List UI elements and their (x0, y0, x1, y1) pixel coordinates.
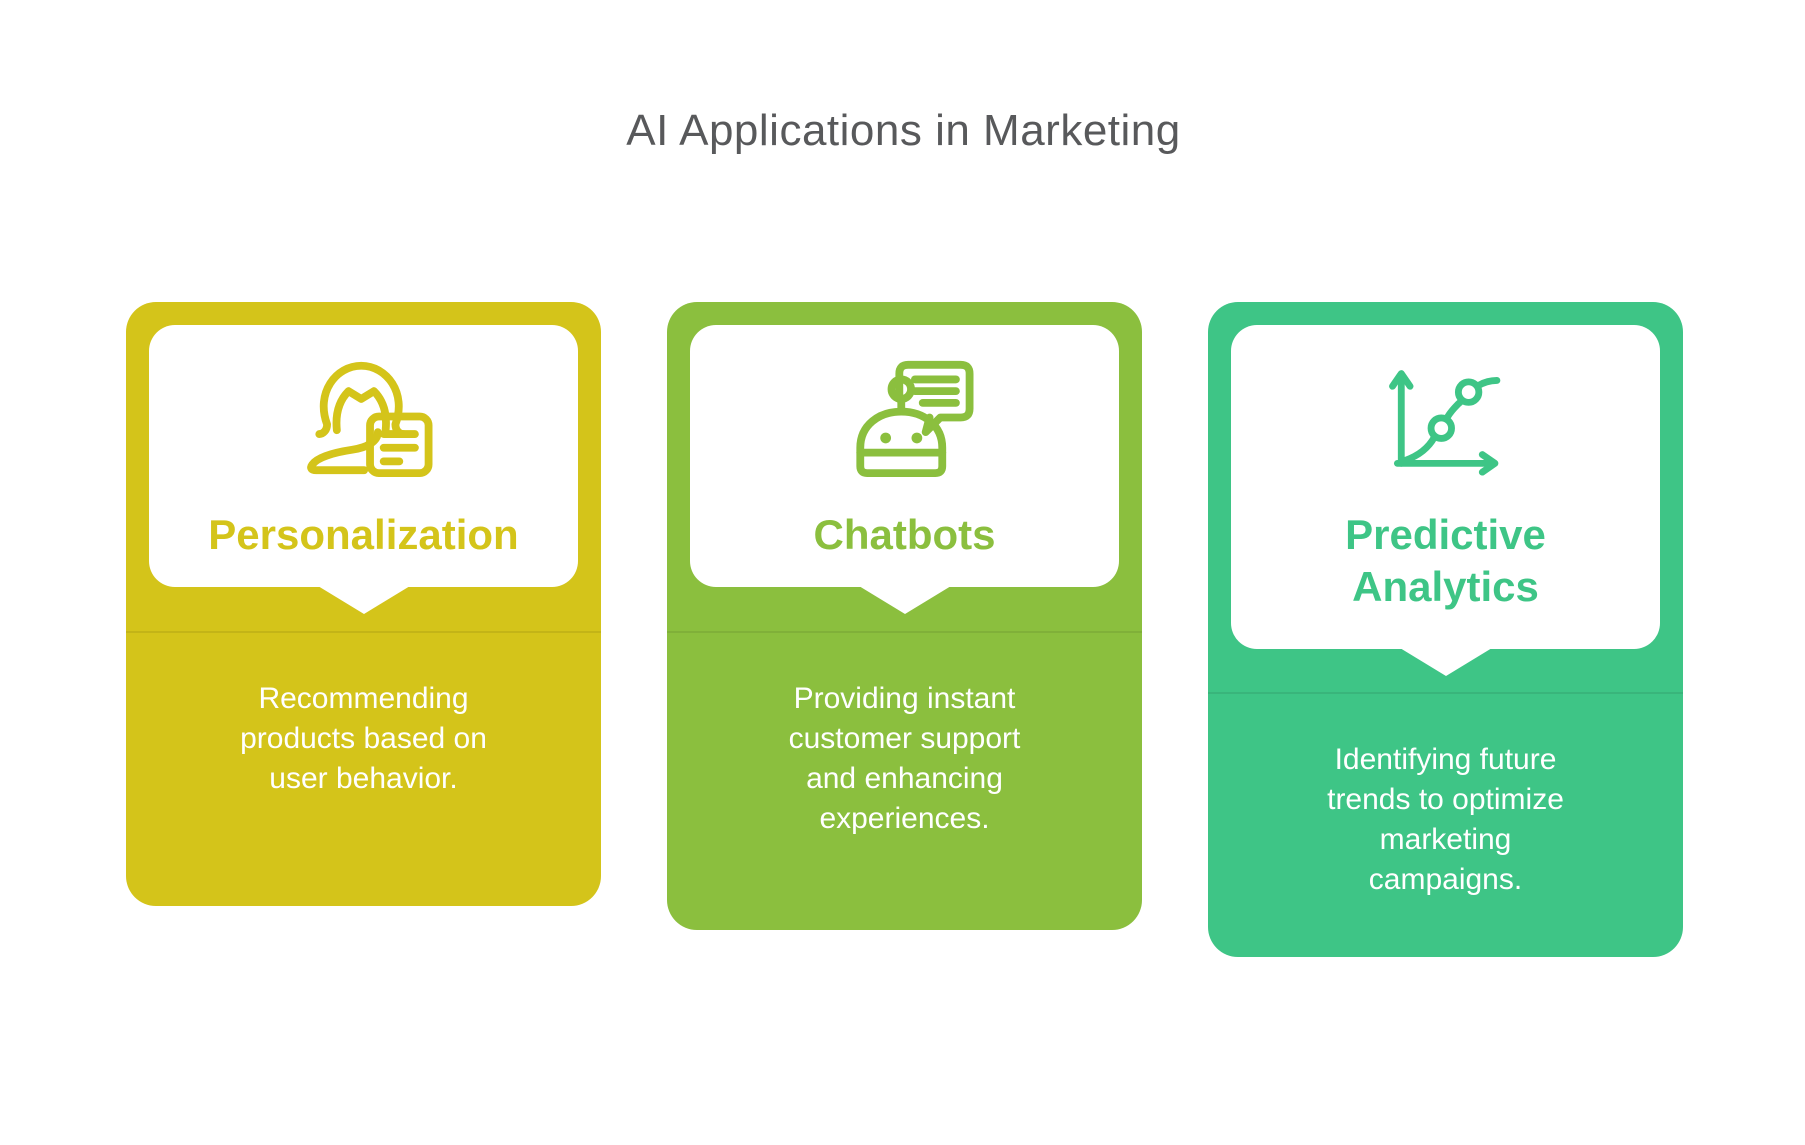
card-body: Identifying future trends to optimize ma… (1208, 692, 1683, 957)
card-title: Predictive Analytics (1345, 511, 1546, 611)
card-predictive-analytics: Predictive Analytics Identifying future … (1208, 302, 1683, 957)
person-document-icon (290, 353, 436, 481)
card-title: Personalization (208, 511, 519, 558)
line-chart-icon (1372, 353, 1518, 481)
card-description: Providing instant customer support and e… (788, 682, 1021, 835)
bubble-tail-pointer (317, 586, 410, 614)
card-header: Predictive Analytics (1208, 302, 1683, 692)
card-chatbots: Chatbots Providing instant customer supp… (667, 302, 1142, 930)
card-description: Recommending products based on user beha… (240, 682, 487, 795)
card-title: Chatbots (813, 511, 996, 558)
bubble-tail-pointer (858, 586, 951, 614)
card-body: Recommending products based on user beha… (126, 631, 601, 906)
card-bubble: Chatbots (690, 325, 1119, 614)
chatbot-icon (831, 353, 977, 481)
card-header: Personalization (126, 302, 601, 631)
card-body: Providing instant customer support and e… (667, 631, 1142, 930)
card-bubble: Predictive Analytics (1231, 325, 1660, 676)
bubble-tail-pointer (1399, 648, 1492, 676)
card-bubble: Personalization (149, 325, 578, 614)
page-title: AI Applications in Marketing (626, 106, 1181, 155)
card-header: Chatbots (667, 302, 1142, 631)
cards-row: Personalization Recommending products ba… (126, 302, 1683, 957)
card-description: Identifying future trends to optimize ma… (1327, 743, 1564, 896)
card-personalization: Personalization Recommending products ba… (126, 302, 601, 906)
